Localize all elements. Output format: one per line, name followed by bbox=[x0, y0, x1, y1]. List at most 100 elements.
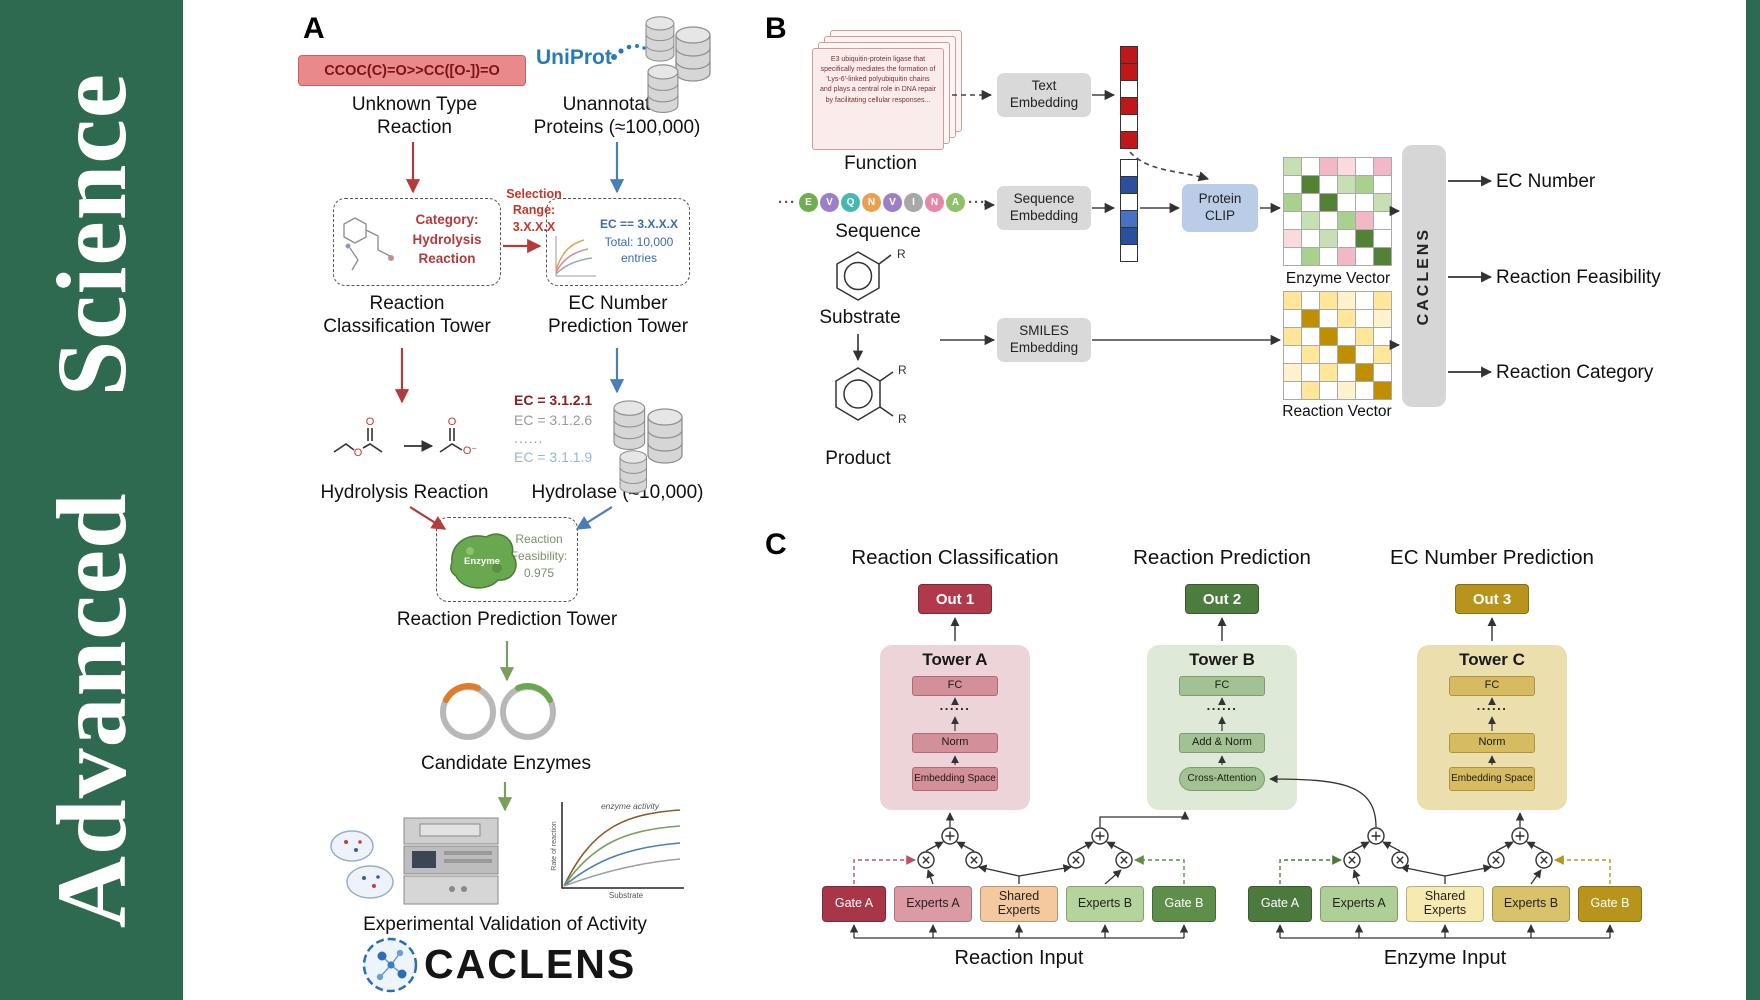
journal-sidebar: Advanced Science bbox=[0, 0, 183, 1000]
oplus-icon bbox=[1367, 827, 1385, 845]
sequence-residue: N bbox=[862, 193, 881, 212]
matrix-cell bbox=[1121, 211, 1137, 227]
otimes-icon bbox=[1391, 851, 1409, 869]
ec-item: ...... bbox=[514, 430, 544, 446]
reaction-vector-label: Reaction Vector bbox=[1282, 403, 1392, 420]
ellipsis-icon: ··· bbox=[968, 194, 986, 211]
sequence-embedding-vector bbox=[1120, 159, 1138, 262]
oplus-icon bbox=[1511, 827, 1529, 845]
matrix-cell bbox=[1320, 310, 1337, 327]
r-group-label: R bbox=[898, 412, 907, 426]
substrate-structure-icon bbox=[836, 251, 892, 301]
matrix-cell bbox=[1374, 364, 1391, 381]
reaction-smiles-box: CCOC(C)=O>>CC([O-])=O bbox=[298, 55, 526, 86]
tower-a-embedding-space: Embedding Space bbox=[912, 767, 998, 791]
title-reaction-classification: Reaction Classification bbox=[851, 546, 1059, 569]
matrix-cell bbox=[1284, 230, 1301, 247]
caclens-module: CACLENS bbox=[1402, 145, 1446, 407]
matrix-cell bbox=[1374, 328, 1391, 345]
ec-total-text: Total: 10,000 entries bbox=[604, 235, 674, 265]
matrix-cell bbox=[1356, 212, 1373, 229]
function-text: E3 ubiquitin-protein ligase that specifi… bbox=[820, 56, 936, 104]
tower-b-dots: ...... bbox=[1206, 698, 1238, 713]
matrix-cell bbox=[1338, 230, 1355, 247]
matrix-cell bbox=[1356, 346, 1373, 363]
protein-clip-box: Protein CLIP bbox=[1182, 184, 1258, 232]
sequence-residue: E bbox=[799, 193, 818, 212]
enzyme-gate-a: Gate A bbox=[1248, 886, 1312, 922]
matrix-cell bbox=[1302, 328, 1319, 345]
matrix-cell bbox=[1302, 346, 1319, 363]
panel-c-out-arrows bbox=[950, 617, 1497, 641]
matrix-cell bbox=[1284, 292, 1301, 309]
hplc-instrument-icon bbox=[403, 817, 499, 905]
unannotated-proteins-label: Unannotated Proteins (≈100,000) bbox=[533, 94, 701, 139]
output-category: Reaction Category bbox=[1496, 362, 1654, 383]
matrix-cell bbox=[1356, 248, 1373, 265]
out3-box: Out 3 bbox=[1455, 584, 1529, 614]
sequence-residue: N bbox=[925, 193, 944, 212]
smiles-embedding-box: SMILES Embedding bbox=[997, 318, 1091, 362]
matrix-cell bbox=[1338, 248, 1355, 265]
enzyme-experts-b: Experts B bbox=[1492, 886, 1570, 922]
database-cluster-hydrolase bbox=[613, 400, 683, 494]
reaction-gate-a: Gate A bbox=[822, 886, 886, 922]
matrix-cell bbox=[1338, 176, 1355, 193]
matrix-cell bbox=[1374, 212, 1391, 229]
matrix-cell bbox=[1121, 98, 1137, 114]
tower-c-embedding-space: Embedding Space bbox=[1449, 767, 1535, 791]
otimes-icon bbox=[917, 851, 935, 869]
tower-c-name: Tower C bbox=[1459, 650, 1525, 669]
ec-item: EC = 3.1.1.9 bbox=[514, 449, 593, 465]
matrix-cell bbox=[1284, 248, 1301, 265]
matrix-cell bbox=[1320, 212, 1337, 229]
tower-b-fc: FC bbox=[1179, 676, 1265, 696]
sequence-embedding-box: Sequence Embedding bbox=[997, 186, 1091, 230]
tower-b-name: Tower B bbox=[1189, 650, 1255, 669]
matrix-cell bbox=[1338, 212, 1355, 229]
oxygen-atom-label: O bbox=[448, 416, 457, 428]
matrix-cell bbox=[1356, 158, 1373, 175]
enzyme-input-label: Enzyme Input bbox=[1383, 947, 1507, 969]
matrix-cell bbox=[1320, 248, 1337, 265]
matrix-cell bbox=[1374, 292, 1391, 309]
tower-a-name: Tower A bbox=[922, 650, 988, 669]
panel-c-label: C bbox=[765, 528, 787, 561]
matrix-cell bbox=[1338, 328, 1355, 345]
classification-tower-label: Reaction Classification Tower bbox=[323, 293, 491, 338]
out2-box: Out 2 bbox=[1185, 584, 1259, 614]
r-group-label: R bbox=[898, 363, 907, 377]
matrix-cell bbox=[1356, 230, 1373, 247]
matrix-cell bbox=[1320, 328, 1337, 345]
matrix-cell bbox=[1302, 248, 1319, 265]
feasibility-box: Reaction Feasibility: 0.975 bbox=[436, 517, 578, 602]
matrix-cell bbox=[1121, 245, 1137, 261]
title-ec-number-prediction: EC Number Prediction bbox=[1390, 546, 1594, 569]
uniprot-logo: UniProt bbox=[536, 46, 612, 69]
reaction-input-label: Reaction Input bbox=[954, 947, 1084, 969]
oxygen-atom-label: O bbox=[354, 447, 363, 459]
protein-clip-label: Protein CLIP bbox=[1198, 191, 1242, 223]
matrix-cell bbox=[1320, 292, 1337, 309]
matrix-cell bbox=[1284, 158, 1301, 175]
hydrolysis-reaction-label: Hydrolysis Reaction bbox=[320, 482, 489, 503]
matrix-cell bbox=[1121, 81, 1137, 97]
matrix-cell bbox=[1302, 158, 1319, 175]
validation-label: Experimental Validation of Activity bbox=[363, 914, 647, 935]
out1-box: Out 1 bbox=[918, 584, 992, 614]
enzyme-gate-b: Gate B bbox=[1578, 886, 1642, 922]
reaction-smiles: CCOC(C)=O>>CC([O-])=O bbox=[324, 62, 500, 79]
matrix-cell bbox=[1302, 194, 1319, 211]
matrix-cell bbox=[1121, 177, 1137, 193]
matrix-cell bbox=[1338, 364, 1355, 381]
enzyme-shared-experts: Shared Experts bbox=[1406, 886, 1484, 922]
reaction-gate-b: Gate B bbox=[1152, 886, 1216, 922]
ec-tower-label: EC Number Prediction Tower bbox=[547, 293, 689, 338]
matrix-cell bbox=[1356, 292, 1373, 309]
reaction-shared-experts: Shared Experts bbox=[980, 886, 1058, 922]
matrix-cell bbox=[1320, 230, 1337, 247]
tower-c-norm: Norm bbox=[1449, 733, 1535, 753]
otimes-icon bbox=[1343, 851, 1361, 869]
matrix-cell bbox=[1121, 228, 1137, 244]
